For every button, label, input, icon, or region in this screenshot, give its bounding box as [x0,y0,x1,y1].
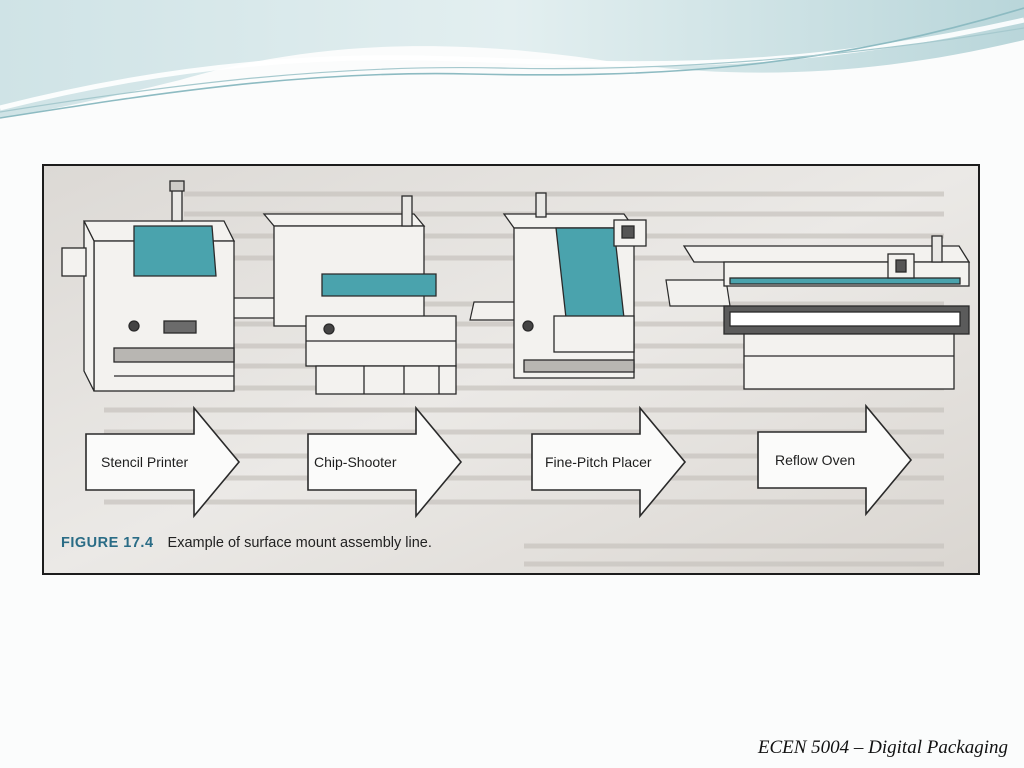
figure-image-frame: Stencil Printer Chip-Shooter Fine-Pitch … [42,164,980,575]
stage-arrows [85,403,913,519]
footer-course-title: ECEN 5004 – Digital Packaging [757,737,1008,758]
stage-label-chip-shooter: Chip-Shooter [314,454,397,470]
fine-pitch-placer-machine [502,192,647,379]
figure-caption-text: Example of surface mount assembly line. [167,535,432,551]
arrow-reflow-oven [757,403,913,517]
figure-number: FIGURE 17.4 [61,535,154,551]
arrow-fine-pitch-placer [531,405,687,519]
stencil-printer-machine [61,180,236,392]
figure-caption: FIGURE 17.4 Example of surface mount asse… [61,535,432,551]
assembly-line-illustration [44,166,978,573]
chip-shooter-machine [262,195,457,395]
arrow-stencil-printer [85,405,241,519]
stage-label-reflow-oven: Reflow Oven [775,452,856,468]
arrow-chip-shooter [307,405,463,519]
stage-label-fine-pitch-placer: Fine-Pitch Placer [545,454,652,470]
reflow-oven-machine [682,235,971,390]
stage-label-stencil-printer: Stencil Printer [101,454,189,470]
header-wave-decoration [0,0,1024,119]
